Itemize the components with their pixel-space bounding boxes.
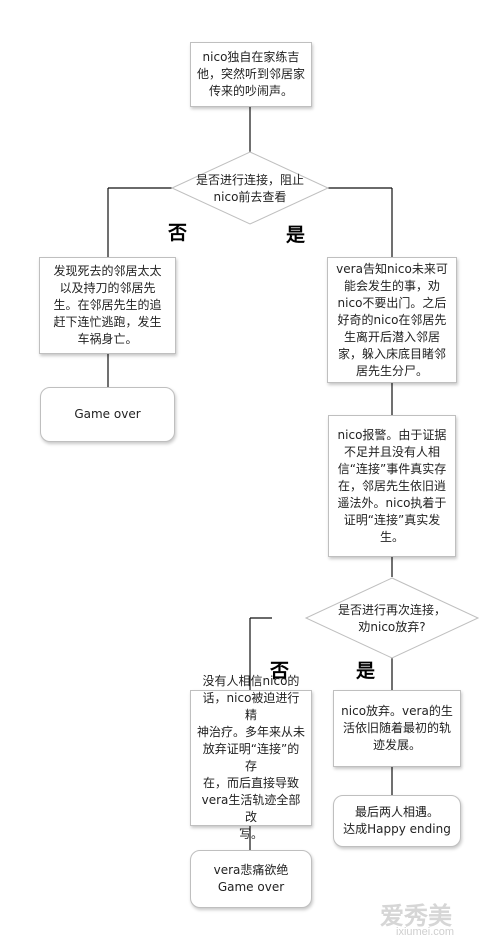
decision-diamond-1 (170, 151, 330, 225)
right-outcome-node-2: nico放弃。vera的生 活依旧随着最初的轨 迹发展。 (333, 690, 461, 767)
watermark-url: ixiumei.com (396, 926, 455, 938)
happy-ending-node: 最后两人相遇。 达成Happy ending (333, 795, 461, 847)
start-node: nico独自在家练吉 他，突然听到邻居家 传来的吵闹声。 (190, 42, 312, 107)
right-outcome-node-1: vera告知nico未来可 能会发生的事，劝 nico不要出门。之后 好奇的ni… (327, 257, 457, 383)
left-outcome-node-1: 发现死去的邻居太太 以及持刀的邻居先 生。在邻居先生的追 赶下连忙逃跑，发生 车… (39, 257, 176, 354)
branch-yes-1: 是 (286, 224, 306, 246)
decision-1-label: 是否进行连接，阻止 nico前去查看 (195, 173, 304, 204)
game-over-node-2: vera悲痛欲绝 Game over (190, 850, 312, 908)
watermark-logo-text: 爱秀美 (380, 903, 452, 930)
report-node: nico报警。由于证据 不足并且没有人相 信“连接”事件真实存 在，邻居先生依旧… (328, 415, 456, 557)
branch-no-2: 否 (270, 660, 290, 682)
branch-no-1: 否 (168, 222, 188, 244)
decision-diamond-2 (304, 577, 480, 659)
game-over-node-1: Game over (40, 387, 175, 442)
decision-2-label: 是否进行再次连接， 劝nico放弃? (337, 603, 446, 634)
left-outcome-node-2: 没有人相信nico的 话，nico被迫进行精 神治疗。多年来从未 放弃证明“连接… (190, 674, 312, 841)
branch-yes-2: 是 (356, 660, 376, 682)
